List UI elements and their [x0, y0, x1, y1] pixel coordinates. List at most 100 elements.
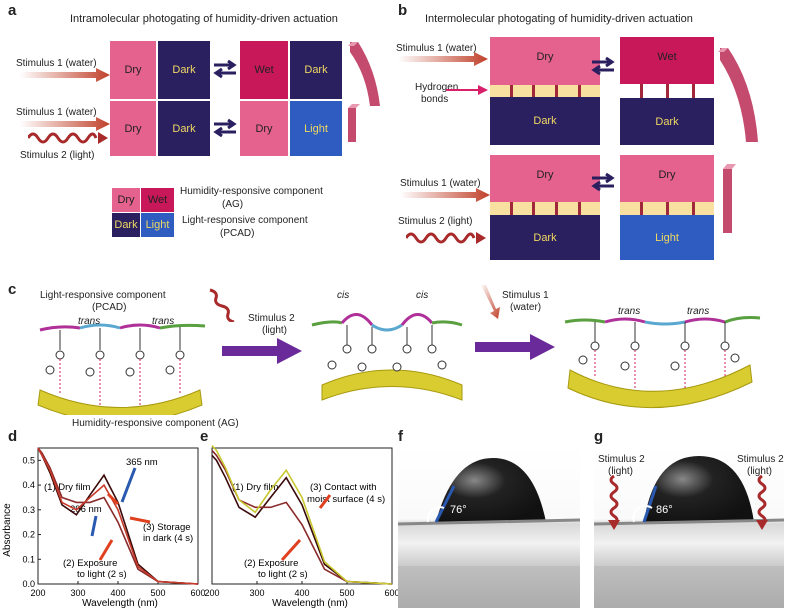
panel-e-letter: e: [200, 428, 209, 445]
block-dry: Dry: [490, 37, 600, 85]
panel-c-stim1: Stimulus 1: [502, 290, 549, 301]
hbond-bar: [578, 202, 581, 215]
panel-a-stim2: Stimulus 2 (light): [20, 150, 95, 161]
ylabel: Absorbance: [2, 503, 13, 557]
series-line-2: [211, 449, 393, 585]
panel-b-hbond2: bonds: [421, 94, 449, 105]
panel-b-title: Intermolecular photogating of humidity-d…: [425, 13, 693, 25]
molecule-trans-state-wet: [564, 316, 761, 409]
molecule-trans-state: [37, 323, 206, 415]
x-tick-label: 600: [384, 588, 399, 598]
plot-frame: [211, 447, 393, 585]
panel-c-stim2: Stimulus 2: [248, 313, 295, 324]
hbond-layer: [490, 85, 600, 97]
block-wet: Wet: [240, 41, 288, 99]
block-wet: Wet: [620, 37, 714, 84]
panel-f-letter: f: [398, 428, 403, 445]
panel-g-stim2b2: (light): [747, 466, 773, 477]
panel-g-stim2a: Stimulus 2: [598, 454, 645, 465]
bent-film-icon: [348, 42, 380, 106]
droplet-g: 86°: [594, 456, 784, 608]
light-wave-icon: [406, 232, 486, 244]
y-tick-label: 0.5: [22, 455, 35, 465]
x-tick-label: 300: [70, 588, 85, 598]
ann-storage2: in dark (4 s): [143, 533, 193, 544]
hbond-bar: [692, 202, 695, 215]
molecule-cis-state: [311, 313, 463, 401]
block-dark: Dark: [290, 41, 342, 99]
arrow-right-icon: [400, 188, 490, 202]
legend-dark: Dark: [112, 213, 140, 237]
x-tick-label: 400: [294, 588, 309, 598]
hbond-bar: [640, 202, 643, 215]
block-dry: Dry: [110, 101, 156, 156]
panel-b-stim1: Stimulus 1 (water): [396, 43, 477, 54]
y-tick-label: 0.1: [22, 554, 35, 564]
legend-light: Light: [141, 213, 174, 237]
hbond-bar: [666, 84, 669, 98]
arrow-exposure: [98, 539, 114, 561]
plot-frame: [37, 447, 199, 585]
legend-humidity: Humidity-responsive component: [180, 186, 323, 197]
panel-c-humidity: Humidity-responsive component (AG): [72, 418, 239, 429]
series-line-3: [211, 444, 393, 585]
legend-wet: Wet: [141, 188, 174, 212]
ann-296: 296 nm: [70, 504, 102, 515]
panel-b-stim2: Stimulus 2 (light): [398, 216, 473, 227]
x-tick-label: 600: [190, 588, 205, 598]
panel-b-hbond1: Hydrogen: [415, 82, 459, 93]
x-tick-label: 300: [249, 588, 264, 598]
block-dark: Dark: [490, 215, 600, 260]
xlabel: Wavelength (nm): [272, 598, 348, 609]
panel-a-stim1: Stimulus 1 (water): [16, 58, 97, 69]
droplet-f: 76°: [398, 458, 580, 608]
ann-dry: (1) Dry film: [232, 482, 279, 493]
light-wave-icon: [28, 132, 108, 144]
arrow-right-icon: [20, 117, 110, 131]
flat-film-icon: [348, 104, 360, 142]
panel-g-stim2a2: (light): [608, 466, 634, 477]
label-cis: cis: [416, 290, 429, 301]
bent-film-icon: [718, 48, 758, 142]
pointer-arrow-icon: [446, 85, 488, 95]
panel-c-stim2b: (light): [262, 325, 288, 336]
light-wave-icon: [209, 288, 235, 322]
x-tick-label: 200: [204, 588, 219, 598]
chart-d: Absorbance Wavelength (nm) (1) Dry film …: [2, 447, 205, 609]
equilibrium-arrows-icon: [213, 59, 237, 79]
y-tick-label: 0.2: [22, 530, 35, 540]
block-dark: Dark: [490, 97, 600, 145]
y-tick-label: 0.0: [22, 579, 35, 589]
series-line-2: [37, 447, 199, 585]
equilibrium-arrows-icon: [591, 172, 615, 192]
xlabel: Wavelength (nm): [82, 598, 158, 609]
flat-film-icon: [723, 164, 736, 233]
arrow-296: [90, 515, 98, 537]
block-dark: Dark: [158, 101, 210, 156]
block-dry: Dry: [110, 41, 156, 99]
block-dry: Dry: [240, 101, 288, 156]
panel-a-letter: a: [8, 2, 17, 19]
label-trans: trans: [687, 306, 710, 317]
block-dark: Dark: [158, 41, 210, 99]
x-tick-label: 500: [150, 588, 165, 598]
ann-storage1: (3) Storage: [143, 522, 191, 533]
hbond-bar: [666, 202, 669, 215]
ann-contact2: moist surface (4 s): [307, 494, 385, 505]
hbond-bar: [510, 85, 513, 97]
equilibrium-arrows-icon: [213, 118, 237, 138]
ann-365: 365 nm: [126, 457, 158, 468]
hbond-bar: [555, 85, 558, 97]
hbond-bar: [555, 202, 558, 215]
panel-c-stim1b: (water): [510, 302, 542, 313]
legend-light-abbr: (PCAD): [220, 228, 255, 239]
x-tick-label: 500: [339, 588, 354, 598]
panel-a-title: Intramolecular photogating of humidity-d…: [70, 13, 338, 25]
panel-c-light-abbr: (PCAD): [92, 302, 127, 313]
water-arrow-icon: [480, 285, 500, 319]
label-trans: trans: [78, 316, 101, 327]
series-line-1: [37, 447, 199, 585]
arrow-storage: [129, 516, 151, 524]
contact-angle-g: 86°: [656, 504, 673, 516]
ann-exp2: to light (2 s): [258, 569, 308, 580]
